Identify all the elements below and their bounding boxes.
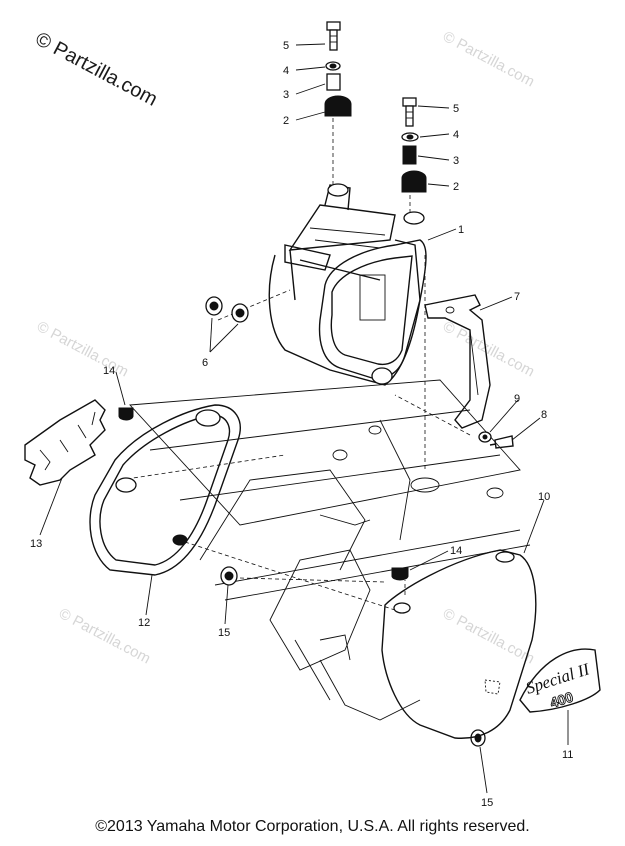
callout-4: 4 [283, 65, 289, 77]
leader-lines [39, 43, 569, 794]
callout-14: 14 [450, 545, 462, 557]
fastener-stack-left [324, 21, 352, 117]
frame-outline [129, 379, 531, 721]
left-side-cover [89, 404, 241, 576]
callout-15: 15 [481, 797, 493, 809]
battery-box [268, 184, 421, 386]
callout-12: 12 [138, 617, 150, 629]
bolt-and-washer [478, 431, 514, 449]
callout-3: 3 [283, 89, 289, 101]
callout-8: 8 [541, 409, 547, 421]
callout-9: 9 [514, 393, 520, 405]
callout-5: 5 [283, 40, 289, 52]
emblem-number: 400 [548, 688, 575, 711]
box-grommet [327, 183, 349, 197]
damper-pair [205, 296, 249, 323]
callout-13: 13 [30, 538, 42, 550]
callout-2: 2 [453, 181, 459, 193]
callout-15: 15 [218, 627, 230, 639]
callout-3: 3 [453, 155, 459, 167]
right-side-emblem: Special II 400 [519, 648, 601, 713]
callout-5: 5 [453, 103, 459, 115]
callout-6: 6 [202, 357, 208, 369]
callout-7: 7 [514, 291, 520, 303]
left-side-emblem [24, 399, 106, 486]
damper-left-lower [220, 566, 238, 586]
assembly-guide-lines [119, 118, 471, 611]
cover-bracket [424, 294, 491, 429]
grommet-right [391, 567, 409, 581]
grommet-left [118, 407, 134, 421]
callout-11: 11 [562, 749, 573, 761]
box-grommet [403, 211, 425, 225]
callout-2: 2 [283, 115, 289, 127]
callout-4: 4 [453, 129, 459, 141]
right-side-cover [381, 549, 537, 739]
battery-cover [318, 239, 427, 385]
callout-10: 10 [538, 491, 550, 503]
damper-right-lower [470, 729, 486, 747]
callout-1: 1 [458, 224, 464, 236]
callout-14: 14 [103, 365, 115, 377]
callout-labels: 5 4 3 2 5 4 3 2 1 6 7 8 9 10 11 12 13 14… [30, 40, 573, 809]
fastener-stack-right [401, 97, 427, 193]
copyright-notice: ©2013 Yamaha Motor Corporation, U.S.A. A… [95, 818, 530, 835]
